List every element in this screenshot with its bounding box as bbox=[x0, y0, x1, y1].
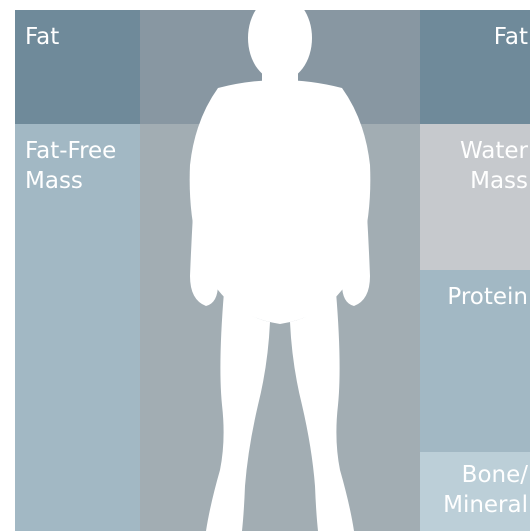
human-silhouette-icon bbox=[0, 0, 530, 531]
body-composition-diagram: Fat Fat-Free Mass Fat Water Mass Protein… bbox=[0, 0, 530, 531]
